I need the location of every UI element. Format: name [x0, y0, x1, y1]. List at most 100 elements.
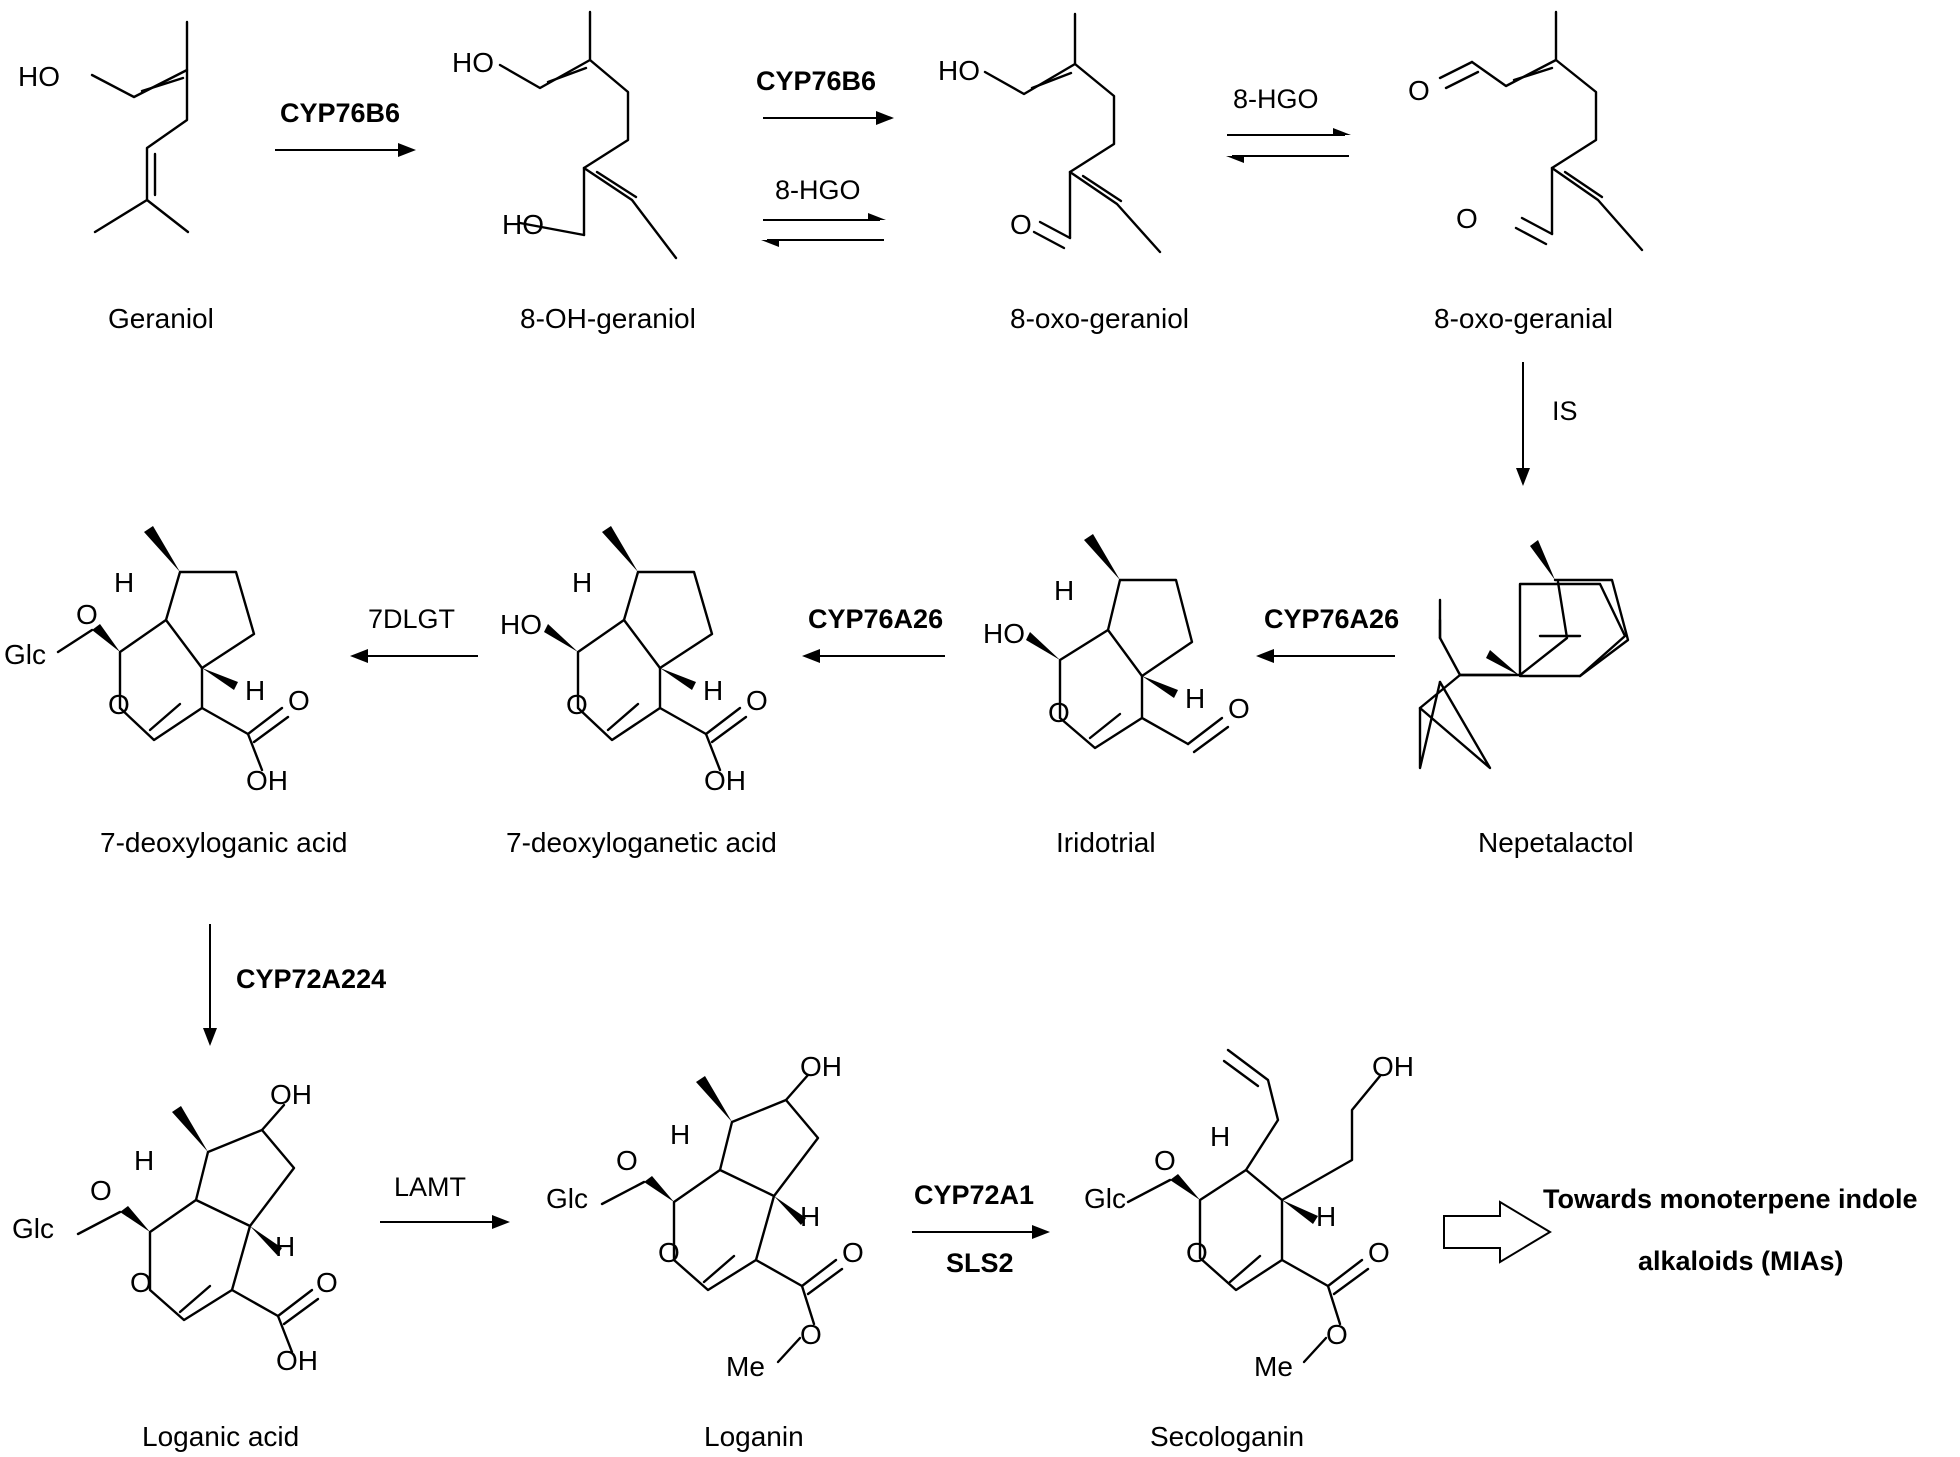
compound-name-deoxyloganic-acid: 7-deoxyloganic acid [100, 827, 348, 858]
atom-label: O [1408, 75, 1430, 106]
arrow-cyp76a26-1 [1256, 649, 1395, 663]
compound-name-nepetalactol: Nepetalactol [1478, 827, 1634, 858]
deoxyloganetic-acid-structure: HO H H O O OH [500, 526, 768, 796]
atom-label: O [90, 1175, 112, 1206]
secologanin-structure: OH Glc O H H O O O Me [1084, 1048, 1414, 1382]
atom-label: OH [800, 1051, 842, 1082]
atom-label: OH [276, 1345, 318, 1376]
arrow-7dlgt [350, 649, 478, 663]
atom-label: Me [1254, 1351, 1293, 1382]
enzyme-label-lamt: LAMT [394, 1172, 466, 1202]
arrow-cyp76a26-2 [802, 649, 945, 663]
atom-label: O [566, 689, 588, 720]
compound-name-geraniol: Geraniol [108, 303, 214, 334]
compound-name-oh-geraniol: 8-OH-geraniol [520, 303, 696, 334]
atom-label: H [114, 567, 134, 598]
atom-label: O [1010, 209, 1032, 240]
compound-name-loganic-acid: Loganic acid [142, 1421, 299, 1452]
atom-label: Glc [12, 1213, 54, 1244]
enzyme-label-cyp76a26: CYP76A26 [1264, 604, 1399, 634]
compound-name-iridotrial: Iridotrial [1056, 827, 1156, 858]
atom-label: O [1228, 693, 1250, 724]
enzyme-label-8-hgo: 8-HGO [775, 175, 861, 205]
atom-label: OH [270, 1079, 312, 1110]
atom-label: OH [704, 765, 746, 796]
atom-label: O [1456, 203, 1478, 234]
atom-label: Me [726, 1351, 765, 1382]
atom-label: H [134, 1145, 154, 1176]
atom-label: Glc [1084, 1183, 1126, 1214]
atom-label: O [316, 1267, 338, 1298]
atom-label: O [108, 689, 130, 720]
atom-label: O [1368, 1237, 1390, 1268]
compound-name-deoxyloganetic-acid: 7-deoxyloganetic acid [506, 827, 777, 858]
atom-label: O [76, 599, 98, 630]
atom-label: O [746, 685, 768, 716]
atom-label: H [1185, 683, 1205, 714]
atom-label: H [245, 675, 265, 706]
compound-name-oxo-geranial: 8-oxo-geranial [1434, 303, 1613, 334]
atom-label: H [275, 1231, 295, 1262]
atom-label: O [1154, 1145, 1176, 1176]
atom-label: O [1048, 697, 1070, 728]
atom-label: Glc [4, 639, 46, 670]
enzyme-label-cyp72a224: CYP72A224 [236, 964, 386, 994]
geraniol-structure: HO [18, 20, 190, 234]
atom-label: O [1186, 1237, 1208, 1268]
atom-label: O [842, 1237, 864, 1268]
atom-label: O [130, 1267, 152, 1298]
atom-label: HO [500, 609, 542, 640]
atom-label: OH [1372, 1051, 1414, 1082]
atom-label: HO [983, 618, 1025, 649]
arrow-8-hgo-equilibrium-2 [1226, 128, 1351, 163]
nepetalactol-rings [1486, 540, 1630, 678]
oxo-geraniol-structure: HO O [938, 12, 1162, 254]
enzyme-label-cyp76b6: CYP76B6 [280, 98, 400, 128]
atom-label: HO [18, 61, 60, 92]
arrow-8-hgo-equilibrium-1 [761, 213, 886, 247]
loganin-structure: OH Glc O H H O O O Me [546, 1051, 864, 1382]
atom-label: H [1210, 1121, 1230, 1152]
atom-label: O [1326, 1319, 1348, 1350]
outcome-text-line2: alkaloids (MIAs) [1638, 1246, 1844, 1276]
atom-label: H [572, 567, 592, 598]
atom-label: OH [246, 765, 288, 796]
oh-geraniol-structure: HO HO [452, 10, 678, 260]
nepetalactol-structure [1418, 580, 1627, 770]
atom-label: Glc [546, 1183, 588, 1214]
arrow-cyp72a224 [203, 924, 217, 1046]
atom-label: HO [938, 55, 980, 86]
outcome-arrow [1443, 1200, 1552, 1264]
atom-label: O [658, 1237, 680, 1268]
enzyme-label-cyp72a1: CYP72A1 [914, 1180, 1034, 1210]
arrow-is [1516, 362, 1530, 486]
arrow-cyp72a1-sls2 [912, 1225, 1050, 1239]
atom-label: H [1316, 1201, 1336, 1232]
compound-name-secologanin: Secologanin [1150, 1421, 1304, 1452]
enzyme-label-sls2: SLS2 [946, 1248, 1014, 1278]
atom-label: H [703, 675, 723, 706]
arrow-cyp76b6-2 [763, 111, 894, 125]
enzyme-label-7dlgt: 7DLGT [368, 604, 455, 634]
outcome-text-line1: Towards monoterpene indole [1543, 1184, 1918, 1214]
enzyme-label-cyp76b6: CYP76B6 [756, 66, 876, 96]
arrow-lamt [380, 1215, 510, 1229]
atom-label: O [288, 685, 310, 716]
loganic-acid-structure: OH Glc O H H O O OH [12, 1079, 338, 1376]
deoxyloganic-acid-structure: Glc O H H O O OH [4, 526, 310, 796]
arrow-cyp76b6-1 [275, 143, 416, 157]
atom-label: O [800, 1319, 822, 1350]
atom-label: HO [452, 47, 494, 78]
atom-label: HO [502, 209, 544, 240]
atom-label: H [670, 1119, 690, 1150]
enzyme-label-8-hgo: 8-HGO [1233, 84, 1319, 114]
atom-label: H [1054, 575, 1074, 606]
iridotrial-structure: HO H H O O [983, 534, 1250, 754]
compound-name-oxo-geraniol: 8-oxo-geraniol [1010, 303, 1189, 334]
enzyme-label-cyp76a26: CYP76A26 [808, 604, 943, 634]
enzyme-label-is: IS [1552, 396, 1578, 426]
atom-label: H [800, 1201, 820, 1232]
atom-label: O [616, 1145, 638, 1176]
compound-name-loganin: Loganin [704, 1421, 804, 1452]
